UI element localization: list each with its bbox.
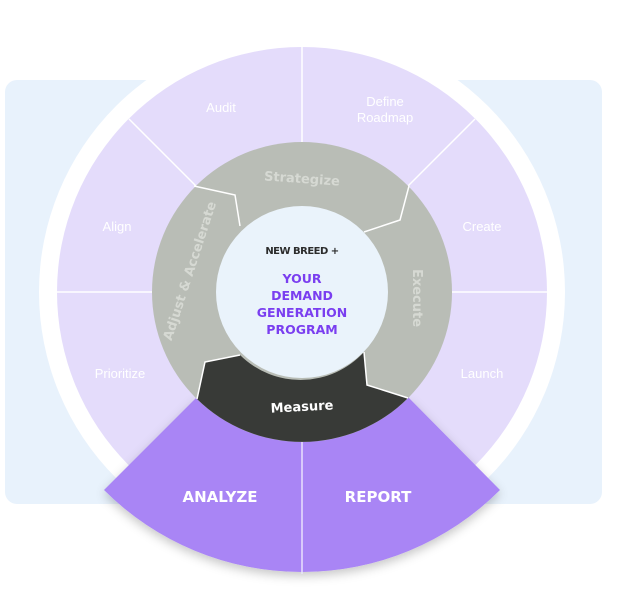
segment-define-roadmap-line1[interactable]: Define [366,94,404,109]
segment-align[interactable]: Align [103,219,132,234]
center-title-line1: YOUR [281,271,321,286]
segment-dividers [57,47,547,293]
inner-ring-dividers [193,185,410,400]
stage-measure[interactable]: Measure [270,398,334,416]
stage-strategize[interactable]: Strategize [264,169,341,189]
stage-execute[interactable]: Execute [409,269,424,327]
center-circle [216,206,388,378]
brand-logo: NEW BREED + [265,246,338,257]
segment-analyze[interactable]: ANALYZE [183,488,258,506]
segment-launch[interactable]: Launch [461,366,504,381]
segment-prioritize[interactable]: Prioritize [95,366,146,381]
segment-audit[interactable]: Audit [206,100,236,115]
center-title-line2: DEMAND [271,288,333,303]
segment-define-roadmap-line2[interactable]: Roadmap [357,110,413,125]
center-title-line4: PROGRAM [266,322,337,337]
measure-segment[interactable] [197,352,408,442]
center-title-line3: GENERATION [257,305,347,320]
segment-create[interactable]: Create [462,219,501,234]
segment-report[interactable]: REPORT [345,488,412,506]
